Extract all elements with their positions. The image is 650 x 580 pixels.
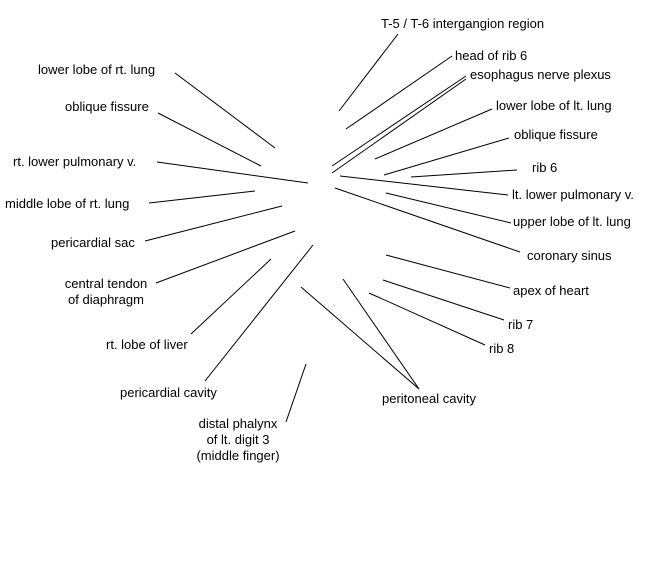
label-lower-lobe-rt: lower lobe of rt. lung: [38, 62, 156, 77]
leader-line-rt-lobe-liver: [190, 258, 272, 335]
leader-line-lower-lobe-lt: [374, 108, 493, 160]
label-middle-lobe-rt: middle lobe of rt. lung: [5, 196, 130, 211]
label-distal-phalynx-line2: of lt. digit 3: [206, 432, 270, 447]
label-distal-phalynx-line1: distal phalynx: [198, 416, 278, 431]
label-rib7: rib 7: [508, 317, 534, 332]
leader-line-peritoneal-2: [300, 286, 420, 390]
leader-line-middle-lobe-rt: [148, 190, 256, 204]
label-rt-lobe-liver: rt. lobe of liver: [106, 337, 188, 352]
leader-line-pericardial-sac: [144, 205, 283, 242]
leader-line-head-rib6: [345, 55, 453, 130]
label-head-rib6: head of rib 6: [455, 48, 528, 63]
label-central-tendon-line2: of diaphragm: [68, 292, 144, 307]
leader-line-oblique-fissure-rt: [157, 112, 262, 167]
leader-line-upper-lobe-lt: [385, 192, 512, 224]
label-distal-phalynx-line3: (middle finger): [196, 448, 280, 463]
label-coronary-sinus: coronary sinus: [527, 248, 612, 263]
leader-line-rt-lower-pulm: [156, 161, 309, 184]
label-t5-t6: T-5 / T-6 intergangion region: [381, 16, 545, 31]
leader-line-t5-t6: [338, 33, 399, 112]
leader-line-rib6: [410, 169, 518, 178]
leader-line-distal-phalynx: [285, 363, 307, 423]
label-lt-lower-pulm: lt. lower pulmonary v.: [512, 187, 634, 202]
leader-line-coronary-sinus: [334, 187, 521, 253]
label-peritoneal-cavity: peritoneal cavity: [382, 391, 476, 406]
leader-line-central-tendon: [155, 230, 296, 284]
leader-line-rib8: [368, 292, 486, 346]
label-rib8: rib 8: [489, 341, 515, 356]
leader-line-esophagus-plexus: [331, 75, 467, 167]
label-rib6: rib 6: [532, 160, 558, 175]
label-oblique-fissure-lt: oblique fissure: [514, 127, 598, 142]
leader-line-pericardial-cavity: [204, 244, 314, 382]
label-distal-phalynx: distal phalynx of lt. digit 3 (middle fi…: [186, 416, 290, 464]
leader-line-lower-lobe-rt: [174, 72, 276, 149]
label-pericardial-cavity: pericardial cavity: [120, 385, 217, 400]
label-pericardial-sac: pericardial sac: [51, 235, 135, 250]
leader-line-peritoneal-1: [342, 278, 420, 390]
label-central-tendon-line1: central tendon: [64, 276, 148, 291]
label-apex-heart: apex of heart: [513, 283, 589, 298]
label-upper-lobe-lt: upper lobe of lt. lung: [513, 214, 631, 229]
leader-line-lt-lower-pulm: [339, 175, 509, 196]
label-rt-lower-pulm: rt. lower pulmonary v.: [13, 154, 137, 169]
label-lower-lobe-lt: lower lobe of lt. lung: [496, 98, 612, 113]
leader-line-oblique-fissure-lt: [383, 137, 510, 176]
label-oblique-fissure-rt: oblique fissure: [65, 99, 149, 114]
leader-line-rib7: [382, 279, 505, 321]
leader-line-esophagus-plexus-2: [331, 78, 467, 174]
label-central-tendon: central tendon of diaphragm: [56, 276, 156, 308]
label-esophagus-plexus: esophagus nerve plexus: [470, 67, 611, 82]
leader-line-apex-heart: [385, 254, 511, 289]
